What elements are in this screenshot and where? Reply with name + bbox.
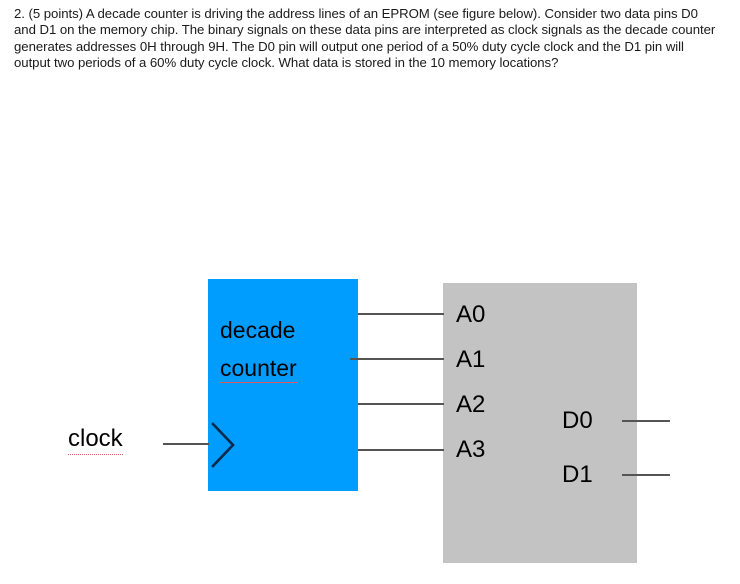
eprom-pin-d1: D1 [562, 461, 593, 488]
question-text-block: 2. (5 points) A decade counter is drivin… [14, 6, 720, 72]
decade-counter-label-line2: counter [220, 355, 297, 383]
eprom-pin-a0: A0 [456, 301, 486, 328]
question-paragraph: 2. (5 points) A decade counter is drivin… [14, 6, 716, 71]
decade-counter-label-line1: decade [220, 317, 296, 343]
wire-clock-input [163, 443, 209, 445]
decade-counter-block [208, 279, 358, 491]
wire-address-a3 [358, 449, 444, 451]
eprom-pin-a3: A3 [456, 436, 486, 463]
eprom-pin-d0: D0 [562, 407, 593, 434]
wire-data-d1 [622, 474, 670, 476]
eprom-pin-a1: A1 [456, 346, 486, 373]
wire-address-a0 [358, 313, 444, 315]
eprom-pin-a2: A2 [456, 391, 486, 418]
wire-address-a1 [350, 358, 444, 360]
wire-data-d0 [622, 420, 670, 422]
wire-address-a2 [358, 403, 444, 405]
chevron-right-icon [211, 422, 235, 468]
eprom-block [443, 283, 637, 563]
clock-input-label: clock [68, 425, 123, 455]
